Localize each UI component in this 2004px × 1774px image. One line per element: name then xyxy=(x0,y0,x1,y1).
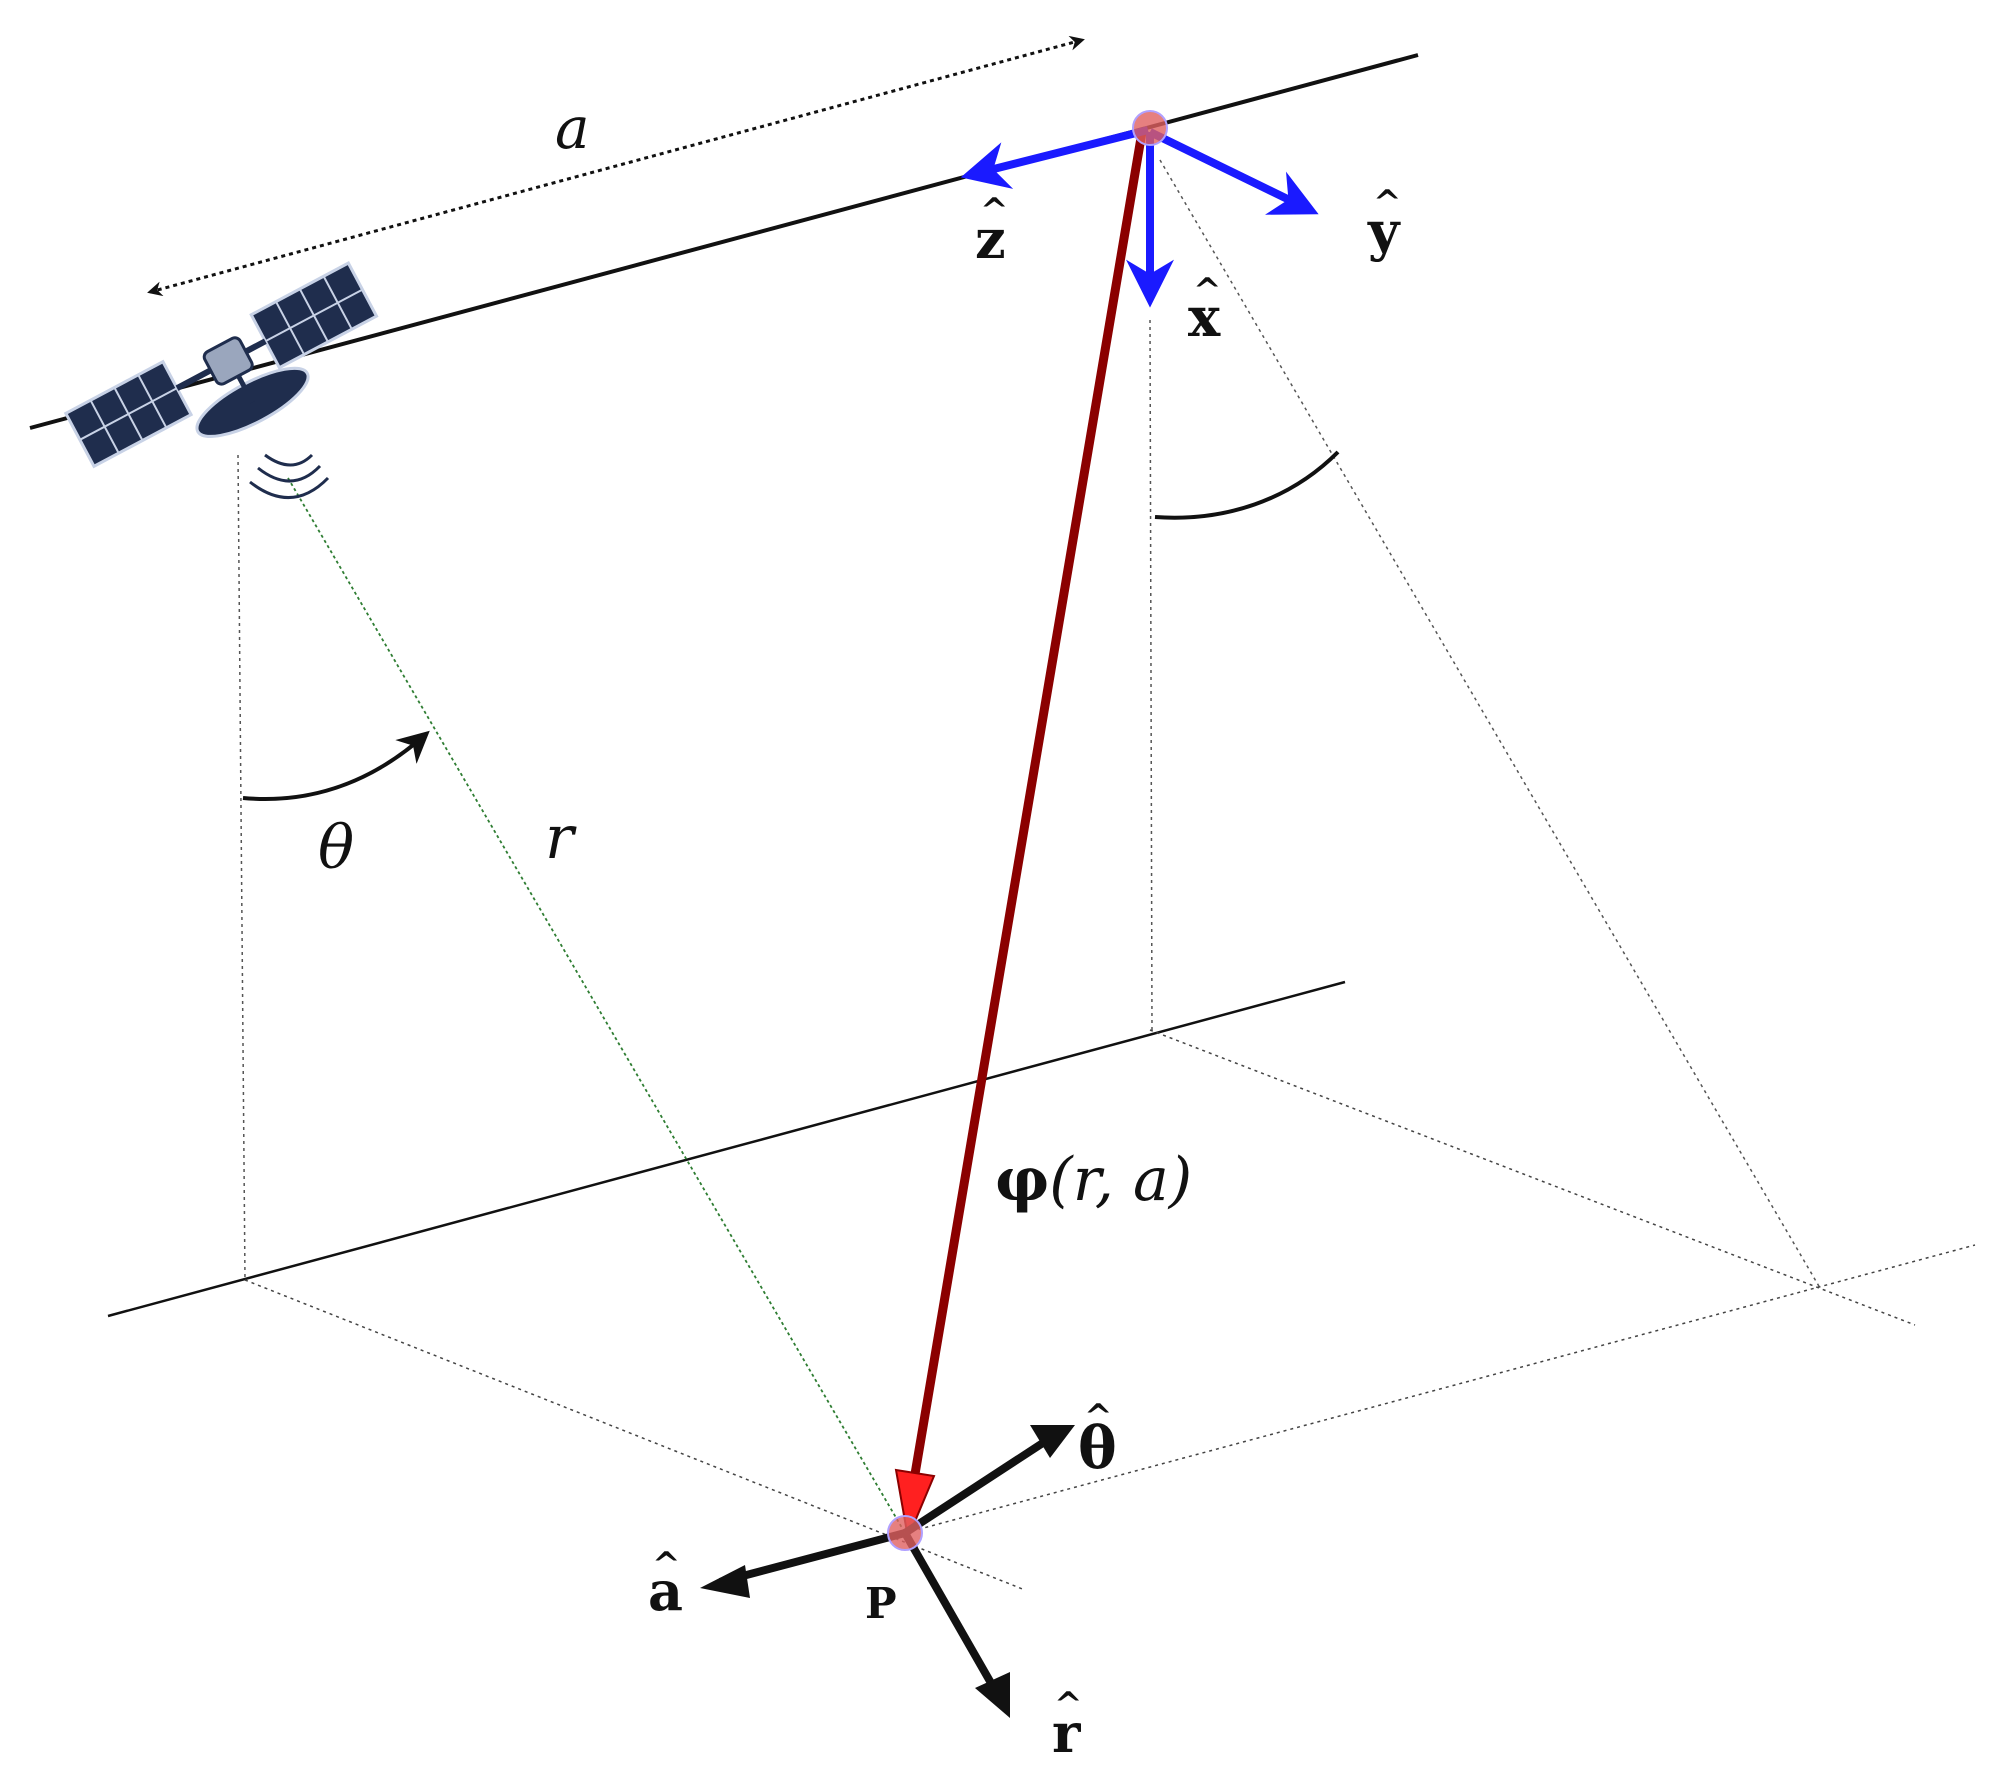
label-y-hat: y xyxy=(1367,199,1401,263)
along-track-arrow xyxy=(147,35,1085,297)
range-line xyxy=(287,477,906,1534)
hat-mark-theta: ^ xyxy=(1084,1397,1113,1437)
signal-waves xyxy=(249,453,330,499)
origin-point xyxy=(1132,110,1168,146)
r-hat-head xyxy=(975,1672,1010,1718)
label-a-hat: a xyxy=(648,1559,683,1623)
r-hat-vector xyxy=(901,1531,999,1692)
label-r-hat: r xyxy=(1052,1701,1081,1765)
hat-mark-y: ^ xyxy=(1373,183,1402,223)
z-axis-vector xyxy=(960,126,1149,189)
slant-line-origin xyxy=(1159,159,1821,1289)
label-theta-hat: θ xyxy=(1078,1414,1117,1482)
a-hat-vector xyxy=(718,1529,907,1586)
point-p xyxy=(887,1515,923,1551)
theta-arc xyxy=(242,730,430,801)
ground-line-near xyxy=(107,980,1346,1318)
label-point-p: P xyxy=(865,1579,897,1628)
drop-line-origin xyxy=(1149,319,1153,1031)
label-x-hat: x xyxy=(1188,285,1221,349)
theta-hat-head xyxy=(1030,1425,1075,1458)
y-axis-vector xyxy=(1148,128,1319,215)
a-hat-head xyxy=(700,1565,750,1598)
label-theta: θ xyxy=(318,813,354,883)
label-phi-expression: φ(r, a) xyxy=(995,1145,1192,1215)
hat-mark-r: ^ xyxy=(1054,1685,1083,1725)
hat-mark-x: ^ xyxy=(1193,271,1222,311)
phi-vector-shaft xyxy=(909,131,1147,1481)
ground-line-far xyxy=(1149,1029,1916,1326)
hat-mark-a: ^ xyxy=(652,1545,681,1585)
label-along-track: a xyxy=(555,94,590,162)
look-angle-arc xyxy=(1154,450,1340,520)
satellite-icon xyxy=(63,261,379,469)
label-z-hat: z xyxy=(975,207,1006,271)
theta-hat-vector xyxy=(902,1431,1058,1537)
drop-line-satellite xyxy=(237,454,246,1281)
ground-line-right xyxy=(904,1244,1976,1534)
hat-mark-z: ^ xyxy=(980,191,1009,231)
label-range: r xyxy=(545,803,577,873)
